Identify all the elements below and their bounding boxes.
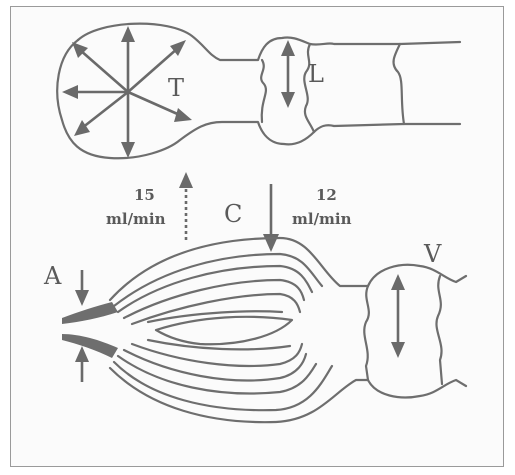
tissue-bulb-outline-bottom [57, 40, 404, 158]
flow-in-unit: ml/min [292, 210, 352, 228]
lymph-diameter-arrow [281, 40, 295, 108]
label-l: L [308, 60, 324, 88]
flow-out-unit: ml/min [106, 210, 166, 228]
vessel-end-notch [394, 42, 460, 124]
capillary-network [110, 238, 368, 422]
valve-notch-right [304, 44, 314, 132]
label-c: C [224, 200, 242, 228]
label-a: A [43, 262, 62, 290]
label-t: T [168, 74, 184, 102]
filtration-arrow [179, 172, 193, 240]
flow-in-value: 12 [316, 186, 337, 204]
arteriole [62, 270, 118, 382]
label-v: V [423, 240, 442, 268]
absorption-arrow [263, 184, 279, 252]
valve-notch-left [261, 60, 266, 122]
flow-out-value: 15 [134, 186, 155, 204]
venule [364, 265, 466, 398]
